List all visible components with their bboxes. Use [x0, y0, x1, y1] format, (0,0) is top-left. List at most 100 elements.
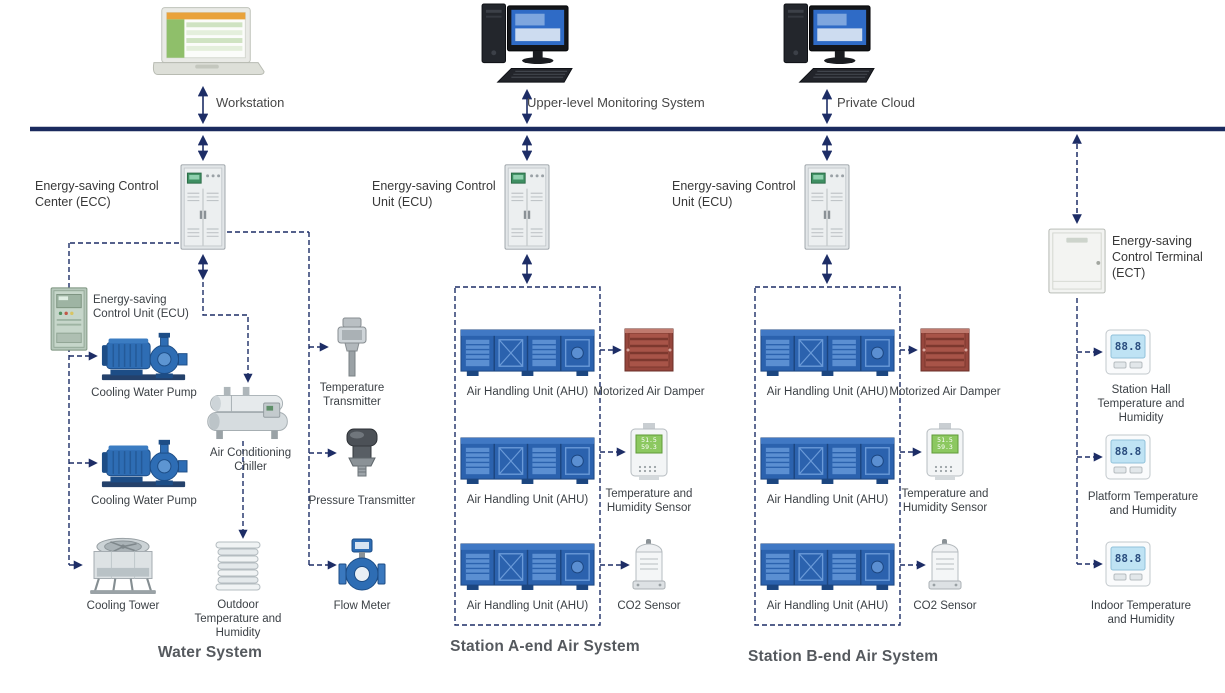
- flow-meter-label: Flow Meter: [333, 600, 391, 612]
- station-b-damper: [919, 327, 971, 373]
- thermostat-indoor: 88.8: [1104, 540, 1152, 588]
- air-damper-icon: [623, 327, 675, 373]
- temperature-transmitter: [330, 316, 374, 378]
- louver-shield-icon: [214, 540, 262, 592]
- station-a-ahu-3-label: Air Handling Unit (AHU): [466, 600, 589, 612]
- station-a-ahu-1: [459, 327, 596, 378]
- chiller-label: Air Conditioning Chiller: [209, 447, 292, 474]
- chiller-icon: [203, 384, 293, 441]
- station-b-ahu-2-label: Air Handling Unit (AHU): [766, 494, 889, 506]
- control-cabinet-icon: [503, 163, 551, 251]
- monitoring-system-device: [478, 2, 576, 88]
- ahu-icon: [459, 541, 596, 592]
- monitoring-system-label: Upper-level Monitoring System: [527, 95, 705, 110]
- water-ecu-label: Energy-saving Control Unit (ECU): [93, 294, 189, 321]
- station-b-ahu-2: [759, 435, 896, 486]
- private-cloud-label: Private Cloud: [837, 95, 916, 110]
- ect-links: [1076, 298, 1103, 569]
- device-bus-arrows: [197, 85, 833, 285]
- thermostat-indoor-label: Indoor Temperature and Humidity: [1090, 600, 1192, 627]
- ecu-b-cabinet: [803, 163, 851, 251]
- station-a-damper-label: Motorized Air Damper: [593, 386, 705, 398]
- thermostat-platform: 88.8: [1104, 433, 1152, 481]
- station-b-ahu-1-label: Air Handling Unit (AHU): [766, 386, 889, 398]
- desktop-computer-icon: [780, 2, 878, 88]
- water-pump-icon: [99, 330, 189, 382]
- ect-label: Energy-saving Control Terminal (ECT): [1112, 234, 1203, 280]
- station-b-title: Station B-end Air System: [748, 648, 939, 665]
- wall-mount-box-icon: [1047, 227, 1107, 295]
- ecu-b-label: Energy-saving Control Unit (ECU): [672, 179, 796, 209]
- station-a-ahu-3: [459, 541, 596, 592]
- desktop-computer-icon: [478, 2, 576, 88]
- water-pump-icon: [99, 437, 189, 489]
- station-b-th-sensor: 51.5 59.3: [923, 423, 967, 481]
- water-ecu-cabinet: [49, 286, 89, 352]
- water-system-title: Water System: [157, 644, 263, 661]
- cooling-tower: [84, 536, 162, 594]
- ecc-cabinet: [179, 163, 227, 251]
- station-a-th-sensor: 51.5 59.3: [627, 423, 671, 481]
- ecu-a-label: Energy-saving Control Unit (ECU): [372, 179, 496, 209]
- thermostat-reading: 88.8: [1114, 340, 1142, 353]
- ahu-icon: [759, 541, 896, 592]
- station-a-co2-sensor: [631, 539, 667, 591]
- thermostat-hall: 88.8: [1104, 328, 1152, 376]
- flow-meter-icon: [338, 536, 386, 594]
- station-a-links: [454, 286, 630, 626]
- station-a-ahu-1-label: Air Handling Unit (AHU): [466, 386, 589, 398]
- co2-sensor-icon: [631, 539, 667, 591]
- laptop-icon: [148, 6, 266, 78]
- th-sensor-reading-1: 51.5: [641, 436, 657, 444]
- station-a-th-sensor-label: Temperature and Humidity Sensor: [605, 488, 693, 515]
- ahu-icon: [759, 435, 896, 486]
- station-a-co2-label: CO2 Sensor: [617, 600, 681, 612]
- station-b-ahu-1: [759, 327, 896, 378]
- cooling-tower-label: Cooling Tower: [86, 600, 160, 612]
- station-b-ahu-3-label: Air Handling Unit (AHU): [766, 600, 889, 612]
- co2-sensor-icon: [927, 539, 963, 591]
- ahu-icon: [459, 435, 596, 486]
- station-b-co2-label: CO2 Sensor: [913, 600, 977, 612]
- outdoor-th-sensor: [214, 540, 262, 592]
- air-damper-icon: [919, 327, 971, 373]
- temperature-transmitter-label: Temperature Transmitter: [319, 382, 385, 409]
- station-b-damper-label: Motorized Air Damper: [889, 386, 1001, 398]
- water-system-links: [68, 231, 337, 570]
- ahu-icon: [759, 327, 896, 378]
- cooling-water-pump-1-label: Cooling Water Pump: [91, 387, 197, 399]
- small-control-cabinet-icon: [49, 286, 89, 352]
- station-b-links: [754, 286, 926, 626]
- workstation-device: [148, 6, 266, 78]
- control-cabinet-icon: [179, 163, 227, 251]
- air-conditioning-chiller: [203, 384, 293, 441]
- control-cabinet-icon: [803, 163, 851, 251]
- thermostat-reading: 88.8: [1114, 445, 1142, 458]
- workstation-label: Workstation: [216, 95, 285, 110]
- pressure-transmitter-label: Pressure Transmitter: [308, 495, 416, 507]
- station-a-damper: [623, 327, 675, 373]
- station-a-ahu-2: [459, 435, 596, 486]
- cooling-water-pump-2: [99, 437, 189, 489]
- outdoor-th-sensor-label: Outdoor Temperature and Humidity: [194, 599, 282, 640]
- ahu-icon: [459, 327, 596, 378]
- station-a-title: Station A-end Air System: [450, 638, 640, 655]
- station-a-ahu-2-label: Air Handling Unit (AHU): [466, 494, 589, 506]
- thermostat-hall-label: Station Hall Temperature and Humidity: [1097, 384, 1185, 425]
- private-cloud-device: [780, 2, 878, 88]
- th-sensor-reading-2: 59.3: [937, 443, 953, 451]
- cooling-water-pump-2-label: Cooling Water Pump: [91, 495, 197, 507]
- flow-meter: [338, 536, 386, 594]
- th-sensor-icon: [627, 423, 671, 481]
- temperature-transmitter-icon: [330, 316, 374, 378]
- thermostat-reading: 88.8: [1114, 552, 1142, 565]
- station-b-th-sensor-label: Temperature and Humidity Sensor: [901, 488, 989, 515]
- ecc-label: Energy-saving Control Center (ECC): [35, 179, 159, 209]
- th-sensor-reading-1: 51.5: [937, 436, 953, 444]
- station-b-co2-sensor: [927, 539, 963, 591]
- thermostat-platform-label: Platform Temperature and Humidity: [1087, 491, 1199, 518]
- cooling-water-pump-1: [99, 330, 189, 382]
- cooling-tower-icon: [84, 536, 162, 594]
